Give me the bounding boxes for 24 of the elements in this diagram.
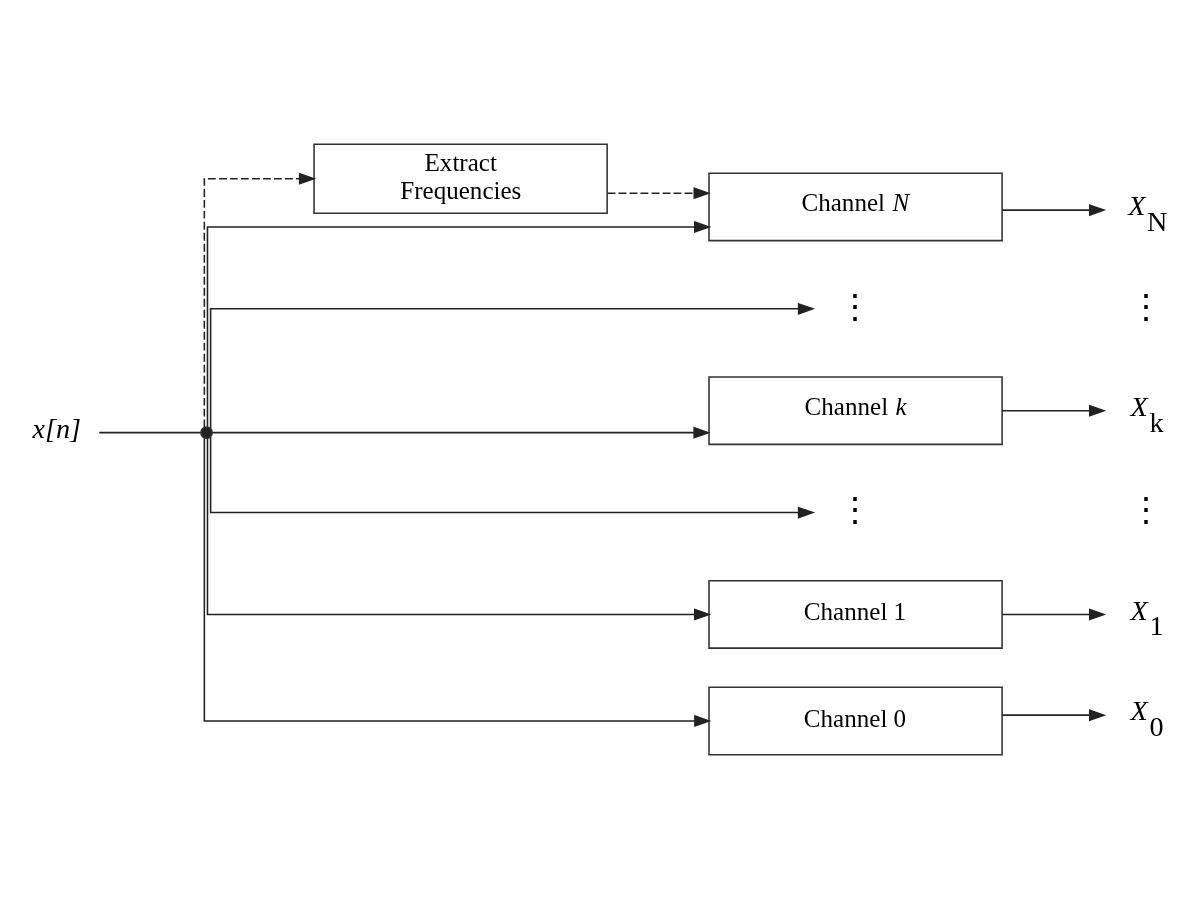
arrow <box>203 172 317 429</box>
node-circle <box>200 426 213 440</box>
label: ⋮ <box>1129 490 1164 529</box>
node-box: Channel k <box>708 376 1003 446</box>
arrow <box>211 426 711 439</box>
arrow <box>1001 608 1107 621</box>
node-text: ⋮ <box>838 490 873 529</box>
arrow <box>206 437 712 621</box>
arrow <box>1001 204 1107 217</box>
arrow <box>1001 709 1107 722</box>
arrow <box>1001 404 1107 417</box>
node-text: x[n] <box>32 412 81 444</box>
arrow <box>206 220 712 428</box>
connector <box>98 431 202 434</box>
arrow <box>209 302 816 430</box>
label: ⋮ <box>1129 286 1164 325</box>
node-box: Channel N <box>708 172 1003 242</box>
arrow <box>209 436 816 519</box>
arrow <box>203 437 712 728</box>
node-text: ⋮ <box>838 286 873 325</box>
node-box: Extract Frequencies <box>313 143 608 214</box>
node-box: Channel 0 <box>708 686 1003 756</box>
node-box: Channel 1 <box>708 579 1003 649</box>
arrow <box>606 187 711 200</box>
